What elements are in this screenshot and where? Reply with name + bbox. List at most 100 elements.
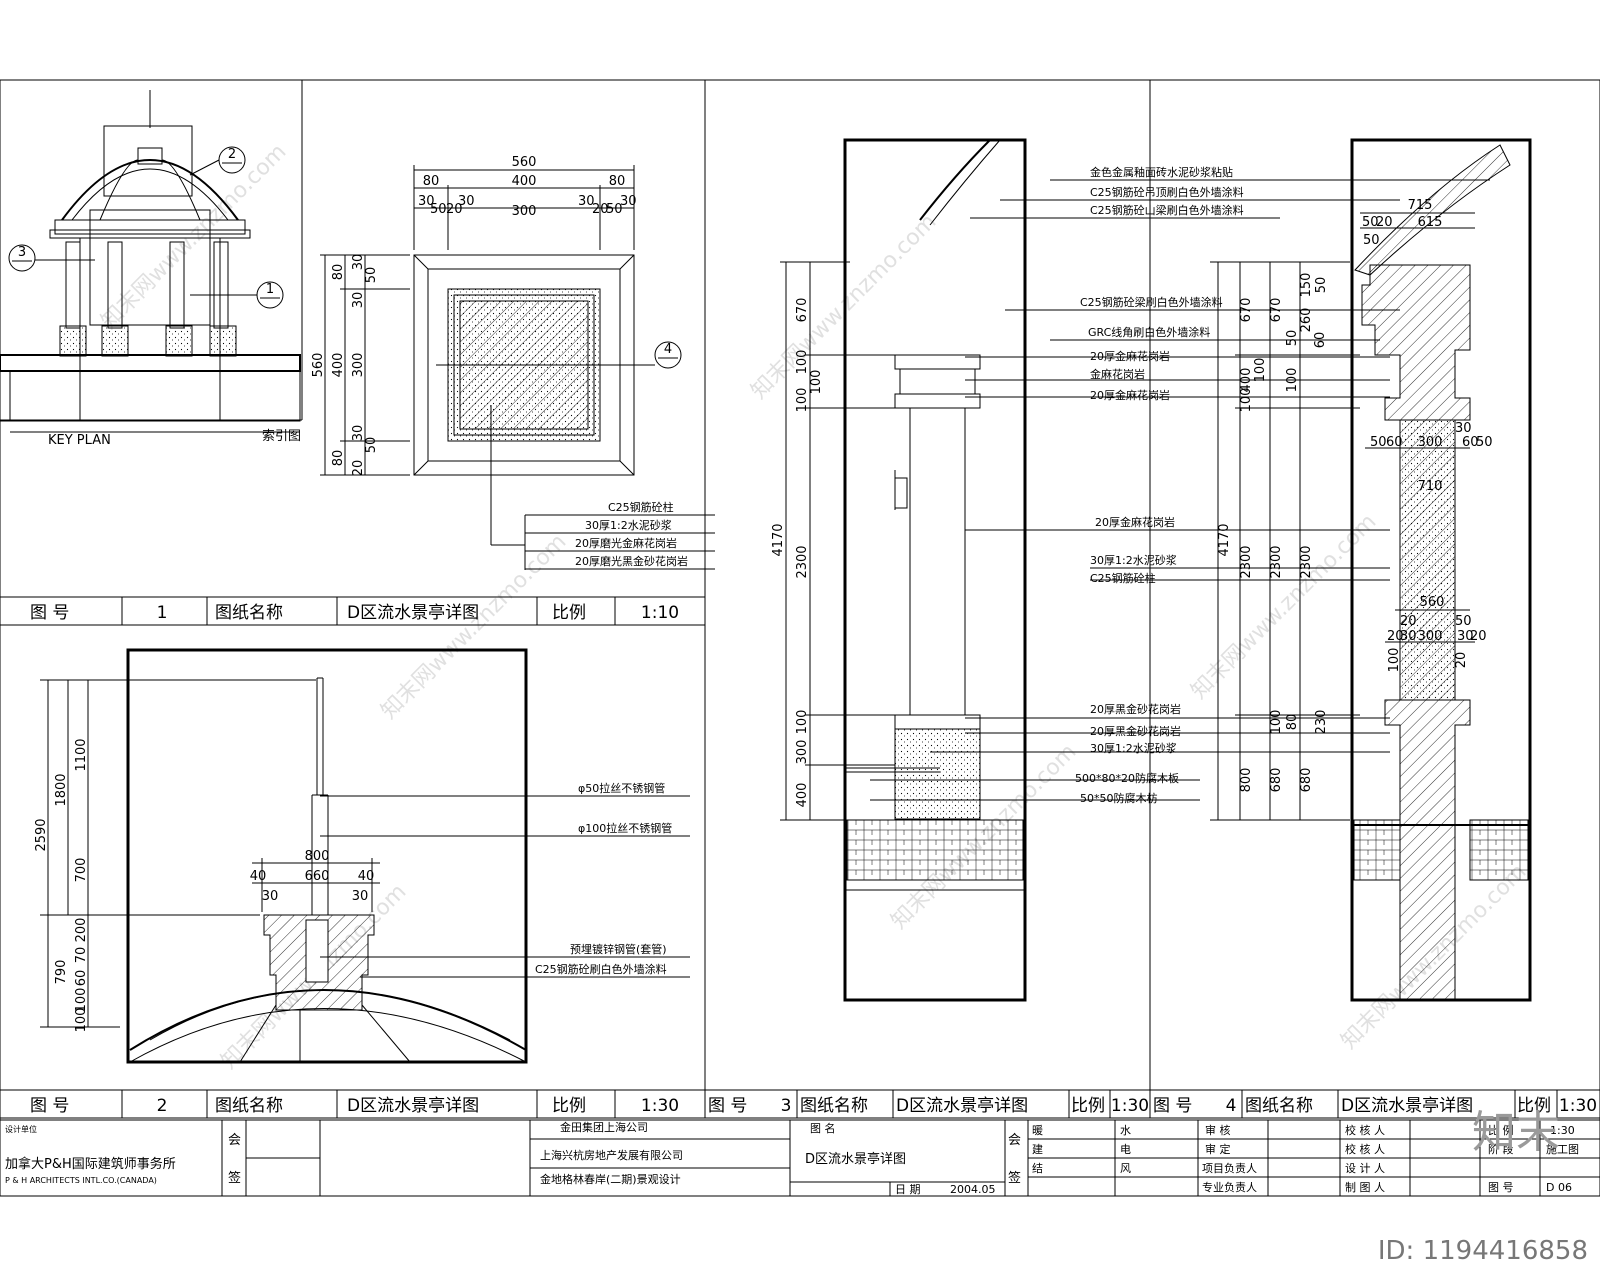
note: C25钢筋砼吊顶刷白色外墙涂料	[1090, 185, 1244, 199]
project-name: 金地格林春岸(二期)景观设计	[540, 1172, 681, 1186]
svg-text:30: 30	[418, 194, 435, 209]
company-name-en: P & H ARCHITECTS INTL.CO.(CANADA)	[5, 1176, 157, 1185]
svg-text:图纸名称: 图纸名称	[215, 603, 283, 623]
svg-text:300: 300	[512, 204, 537, 219]
svg-text:1:10: 1:10	[641, 603, 679, 623]
svg-text:100: 100	[74, 1008, 89, 1033]
watermark-text: 知末网www.znzmo.com	[377, 529, 572, 724]
svg-text:2300: 2300	[1299, 545, 1314, 578]
key-plan-drawing: 2 3 1 KEY PLAN 索引图	[0, 90, 301, 448]
title-block: 设计单位 加拿大P&H国际建筑师事务所 P & H ARCHITECTS INT…	[0, 1119, 1600, 1197]
svg-text:校 核 人: 校 核 人	[1345, 1123, 1385, 1137]
svg-text:2590: 2590	[34, 818, 49, 851]
svg-text:50: 50	[430, 202, 447, 217]
svg-text:50: 50	[606, 202, 623, 217]
svg-text:60: 60	[1313, 332, 1328, 349]
svg-text:300: 300	[795, 740, 810, 765]
svg-text:施工图: 施工图	[1546, 1143, 1579, 1156]
svg-text:2300: 2300	[795, 545, 810, 578]
note: 50*50防腐木枋	[1080, 791, 1158, 805]
svg-text:70: 70	[74, 947, 89, 964]
svg-text:50: 50	[364, 437, 379, 454]
section-tag-4	[654, 341, 682, 369]
svg-text:图 号: 图 号	[30, 603, 69, 623]
svg-text:30: 30	[351, 292, 366, 309]
svg-text:会: 会	[228, 1133, 241, 1148]
svg-text:D区流水景亭详图: D区流水景亭详图	[1341, 1096, 1473, 1116]
key-plan-label: KEY PLAN	[48, 433, 111, 448]
svg-text:100: 100	[1285, 368, 1300, 393]
svg-text:图 号: 图 号	[30, 1096, 69, 1116]
svg-text:D区流水景亭详图: D区流水景亭详图	[347, 1096, 479, 1116]
svg-text:图纸名称: 图纸名称	[800, 1096, 868, 1116]
svg-text:30: 30	[578, 194, 595, 209]
svg-text:图 号: 图 号	[1488, 1181, 1514, 1194]
svg-text:水: 水	[1120, 1124, 1131, 1137]
svg-text:图 名: 图 名	[810, 1121, 836, 1135]
note: C25钢筋砼刷白色外墙涂料	[535, 962, 667, 976]
svg-text:80: 80	[423, 174, 440, 189]
svg-text:1: 1	[266, 282, 274, 297]
svg-text:比例: 比例	[552, 1096, 586, 1116]
svg-text:2300: 2300	[1269, 545, 1284, 578]
note: 金色金属釉面砖水泥砂浆粘贴	[1090, 165, 1233, 179]
svg-text:1:30: 1:30	[641, 1096, 679, 1116]
svg-text:20: 20	[1454, 652, 1469, 669]
svg-text:20: 20	[592, 202, 609, 217]
svg-text:图纸名称: 图纸名称	[215, 1096, 283, 1116]
svg-text:80: 80	[331, 264, 346, 281]
svg-text:2300: 2300	[1239, 545, 1254, 578]
material-note: 30厚1:2水泥砂浆	[585, 518, 672, 532]
svg-text:20: 20	[1387, 629, 1404, 644]
column-plan-section: 4 560 80 400 80 30 50 20 30 300 30 20 50…	[311, 155, 715, 570]
note: 500*80*20防腐木板	[1075, 771, 1179, 785]
svg-text:560: 560	[1420, 595, 1445, 610]
svg-text:260: 260	[1299, 308, 1314, 333]
dome-top-detail: 2590 1800 1100 700 790 200 70 60 100 100…	[34, 648, 690, 1064]
svg-text:615: 615	[1418, 215, 1443, 230]
svg-text:审 定: 审 定	[1205, 1142, 1231, 1156]
svg-text:50: 50	[1285, 330, 1300, 347]
svg-text:100: 100	[1269, 710, 1284, 735]
svg-text:3: 3	[18, 245, 26, 260]
svg-text:30: 30	[262, 889, 279, 904]
svg-text:比例: 比例	[552, 603, 586, 623]
material-note: C25钢筋砼柱	[608, 500, 674, 514]
svg-text:30: 30	[351, 254, 366, 271]
svg-text:专业负责人: 专业负责人	[1202, 1180, 1257, 1194]
svg-text:1: 1	[157, 603, 168, 623]
client-name: 金田集团上海公司	[560, 1120, 648, 1134]
svg-text:30: 30	[1455, 421, 1472, 436]
svg-text:50: 50	[1455, 614, 1472, 629]
material-note: 20厚磨光金麻花岗岩	[575, 536, 677, 550]
note: φ100拉丝不锈钢管	[578, 821, 672, 835]
svg-text:715: 715	[1408, 198, 1433, 213]
svg-text:日 期: 日 期	[895, 1183, 921, 1196]
svg-text:设 计 人: 设 计 人	[1345, 1162, 1385, 1175]
svg-text:图 号: 图 号	[1153, 1096, 1192, 1116]
svg-text:50: 50	[1314, 277, 1329, 294]
note: 20厚金麻花岗岩	[1090, 388, 1170, 402]
title-bar-1: 图 号 1 图纸名称 D区流水景亭详图 比例 1:10	[0, 596, 706, 626]
note: 30厚1:2水泥砂浆	[1090, 741, 1177, 755]
column-elevation: 4170 670 100 100 100 2300 100 300 400 金色…	[771, 138, 1490, 1002]
svg-text:800: 800	[305, 849, 330, 864]
note: 20厚黑金砂花岗岩	[1090, 724, 1181, 738]
note: 30厚1:2水泥砂浆	[1090, 553, 1177, 567]
svg-text:50: 50	[1370, 435, 1387, 450]
material-note: 20厚磨光黑金砂花岗岩	[575, 554, 688, 568]
svg-text:比例: 比例	[1517, 1096, 1551, 1116]
svg-text:100: 100	[74, 988, 89, 1013]
svg-text:50: 50	[1476, 435, 1493, 450]
svg-text:2: 2	[157, 1096, 168, 1116]
svg-text:100: 100	[1239, 388, 1254, 413]
company-name: 加拿大P&H国际建筑师事务所	[5, 1156, 176, 1172]
svg-text:图纸名称: 图纸名称	[1245, 1096, 1313, 1116]
svg-text:40: 40	[358, 869, 375, 884]
index-tag-3	[8, 244, 36, 272]
svg-text:结: 结	[1032, 1162, 1043, 1175]
column-section: 4170 670 670 400 100 100 2300 2300 2300 …	[1210, 138, 1532, 1002]
svg-text:1:30: 1:30	[1111, 1096, 1149, 1116]
sheet-name: D区流水景亭详图	[805, 1151, 906, 1167]
svg-text:1:30: 1:30	[1550, 1124, 1575, 1137]
